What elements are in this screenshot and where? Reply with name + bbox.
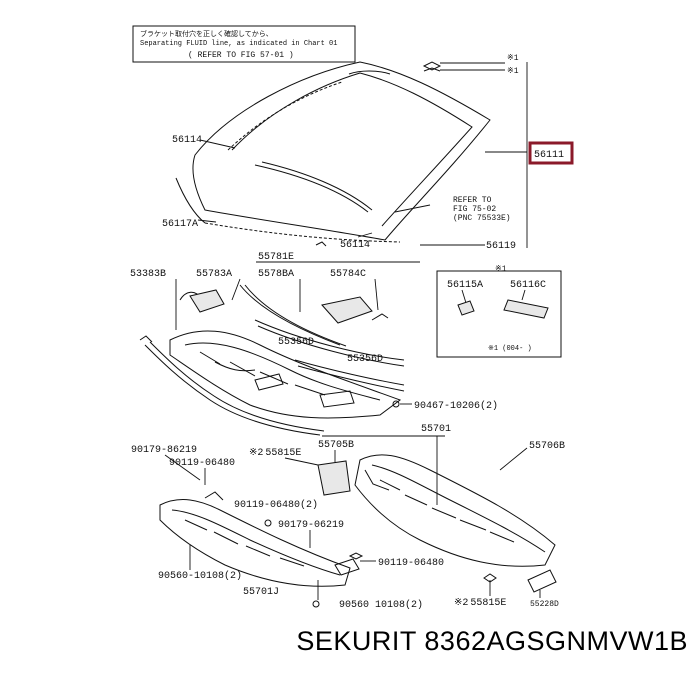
inset-note: ※1 (004- ) (488, 345, 532, 353)
label-55705b: 55705B (318, 440, 354, 451)
header-note-box: ブラケット取付穴を正しく確認してから、 Separating FLUID lin… (132, 25, 356, 63)
label-55701j: 55701J (243, 587, 279, 598)
header-note-line2: Separating FLUID line, as indicated in C… (140, 40, 337, 48)
label-55228d: 55228D (530, 600, 559, 609)
label-90119-b: 90119-06480(2) (234, 499, 318, 511)
cowl-upper-parts (179, 284, 405, 392)
label-90119-a: 90119-06480 (169, 458, 235, 469)
label-90560-b: 90560 10108(2) (339, 599, 423, 611)
windshield-glass (192, 61, 491, 241)
label-56114-bottom: 56114 (340, 240, 370, 251)
label-90179-b: 90179-06219 (278, 520, 344, 531)
label-star-top2: ※1 (507, 67, 519, 76)
label-56114-top: 56114 (172, 135, 202, 146)
label-56111: 56111 (534, 150, 564, 161)
label-90119-c: 90119-06480 (378, 558, 444, 569)
label-90179-a: 90179-86219 (131, 445, 197, 456)
label-55784c: 55784C (330, 269, 366, 280)
label-56116c: 56116C (510, 280, 546, 291)
label-56117a: 56117A (162, 219, 198, 230)
label-55788a: 5578BA (258, 269, 294, 280)
label-55356d-a: 55356D (278, 337, 314, 348)
header-note-line1: ブラケット取付穴を正しく確認してから、 (140, 29, 273, 39)
label-55781e: 55781E (258, 252, 294, 263)
part-number-caption: SEKURIT 8362AGSGNMVW1B (0, 620, 700, 660)
label-55701: 55701 (421, 424, 451, 435)
label-56119: 56119 (486, 241, 516, 252)
label-90560-a: 90560-10108(2) (158, 570, 242, 582)
label-star-top1: ※1 (507, 54, 519, 63)
cowl-side-panel (317, 454, 557, 593)
part-56111-highlight (528, 141, 574, 165)
label-53383b: 53383B (130, 269, 166, 280)
label-90467: 90467-10206(2) (414, 400, 498, 412)
refer-note-line3: (PNC 75533E) (453, 214, 511, 223)
label-inset-star: ※1 (495, 265, 507, 274)
label-55356d-b: 55356D (347, 354, 383, 365)
refer-note-line1: REFER TO (453, 196, 492, 205)
label-55783a: 55783A (196, 269, 232, 280)
header-note-line3: ( REFER TO FIG 57-01 ) (188, 51, 294, 60)
caption-text: SEKURIT 8362AGSGNMVW1B (296, 626, 688, 656)
label-56115a: 56115A (447, 280, 483, 291)
cowl-lower-panel (159, 491, 360, 587)
cowl-panel (139, 330, 402, 436)
label-55706b: 55706B (529, 441, 565, 452)
inset-box: ※1 56115A 56116C ※1 (004- ) (436, 265, 562, 358)
refer-note-line2: FIG 75-02 (453, 205, 496, 214)
